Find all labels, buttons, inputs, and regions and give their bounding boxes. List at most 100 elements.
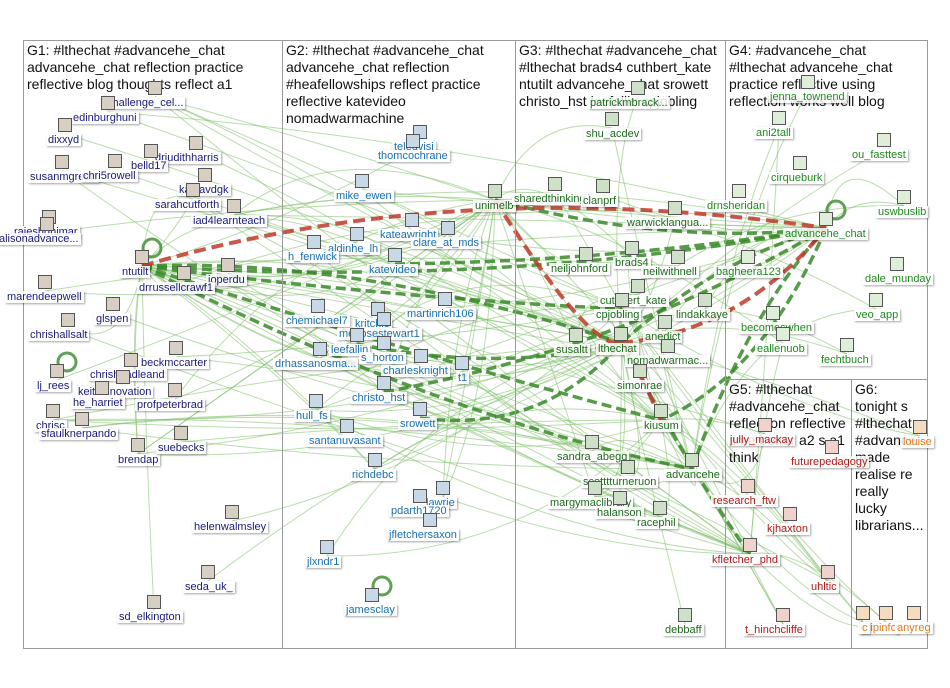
avatar-icon (50, 364, 64, 378)
group-label-g6: G6: tonight s #lthechat #advance... made… (855, 381, 928, 533)
group-label-g4: G4: #advancehe_chat #lthechat advancehe_… (729, 42, 893, 109)
node-label: brendap (116, 454, 161, 466)
node-label: srowett (398, 418, 438, 430)
group-label-g1: G1: #lthechat #advancehe_chat advancehe_… (27, 42, 244, 92)
avatar-icon (405, 213, 419, 227)
node-label: uhltic (809, 581, 839, 593)
edge-heavy (619, 342, 752, 556)
node-label: marendeepwell (5, 291, 84, 303)
edge-light (494, 125, 613, 201)
edge-light (361, 189, 827, 229)
edge-light (195, 151, 662, 421)
avatar-icon (58, 118, 72, 132)
avatar-icon (108, 154, 122, 168)
edge-light (749, 552, 887, 623)
node-label: anyreg (895, 622, 933, 634)
avatar-icon (101, 96, 115, 110)
avatar-icon (783, 507, 797, 521)
node-label: chemichael7 (284, 315, 350, 327)
avatar-icon (311, 299, 325, 313)
avatar-icon (668, 201, 682, 215)
node-label: t_hinchcliffe (743, 624, 805, 636)
node-label: jfletchersaxon (387, 529, 459, 541)
edge-light (154, 96, 751, 555)
edge-light (56, 199, 496, 381)
node-label: katevideo (367, 264, 419, 276)
avatar-icon (413, 489, 427, 503)
node-label: richdebc (350, 469, 396, 481)
avatar-icon (569, 328, 583, 342)
node-label: fechtbuch (819, 354, 871, 366)
node-label: kfletcher_phd (710, 554, 781, 566)
node-label: glspen (94, 313, 131, 325)
group-label-g2: G2: #lthechat #advancehe_chat advancehe_… (286, 42, 484, 126)
avatar-icon (793, 156, 807, 170)
avatar-icon (388, 248, 402, 262)
avatar-icon (438, 292, 452, 306)
self-loop (56, 351, 78, 373)
avatar-icon (897, 190, 911, 204)
avatar-icon (671, 250, 685, 264)
node-label: futurepedagogy (789, 456, 870, 468)
node-label: ntutilt (120, 266, 151, 278)
avatar-icon (772, 111, 786, 125)
avatar-icon (75, 412, 89, 426)
node-label: profpeterbrad (135, 399, 206, 411)
edge-light (44, 199, 496, 296)
avatar-icon (588, 481, 602, 495)
node-label: iad4learnteach (191, 215, 268, 227)
avatar-icon (488, 184, 502, 198)
avatar-icon (766, 306, 780, 320)
edge-light (137, 342, 622, 456)
node-label: s_horton (359, 352, 406, 364)
edge-heavy (141, 226, 827, 274)
avatar-icon (877, 133, 891, 147)
avatar-icon (350, 227, 364, 241)
node-label: alisonadvance... (0, 233, 81, 245)
self-loop (371, 575, 393, 597)
avatar-icon (169, 341, 183, 355)
edge-light (141, 265, 829, 582)
node-label: sandra_abegg (555, 451, 630, 463)
self-loop (141, 237, 163, 259)
avatar-icon (377, 376, 391, 390)
avatar-icon (377, 312, 391, 326)
node-label: sarahcutforth (153, 199, 222, 211)
edge-light (620, 148, 885, 344)
node-label: jlxndr1 (305, 556, 342, 568)
avatar-icon (406, 134, 420, 148)
avatar-icon (653, 501, 667, 515)
avatar-icon (124, 353, 138, 367)
node-label: halanson (595, 507, 644, 519)
node-label: unimelb (473, 200, 516, 212)
avatar-icon (907, 606, 921, 620)
node-label: chri5rowell (81, 170, 138, 182)
node-label: hull_fs (294, 410, 330, 422)
avatar-icon (186, 183, 200, 197)
node-label: simonrae (615, 380, 665, 392)
node-label: suebecks (156, 442, 207, 454)
node-label: louise (901, 436, 934, 448)
edge-light (141, 265, 766, 435)
node-label: eallenuob (755, 343, 807, 355)
avatar-icon (585, 435, 599, 449)
node-label: neilwithnell (641, 266, 699, 278)
avatar-icon (55, 155, 69, 169)
node-label: kiusum (642, 420, 681, 432)
avatar-icon (678, 608, 692, 622)
node-label: sfaulknerpando (39, 428, 119, 440)
avatar-icon (856, 606, 870, 620)
avatar-icon (819, 212, 833, 226)
edge-light (64, 133, 622, 344)
edge-light (825, 178, 905, 229)
avatar-icon (441, 221, 455, 235)
avatar-icon (423, 513, 437, 527)
avatar-icon (596, 179, 610, 193)
node-label: santanuvasant (307, 435, 383, 447)
edge-light (174, 199, 496, 400)
edge-light (620, 342, 640, 477)
node-label: aldinhe_lh (326, 243, 381, 255)
avatar-icon (741, 479, 755, 493)
avatar-icon (106, 297, 120, 311)
node-label: dixxyd (46, 134, 82, 146)
